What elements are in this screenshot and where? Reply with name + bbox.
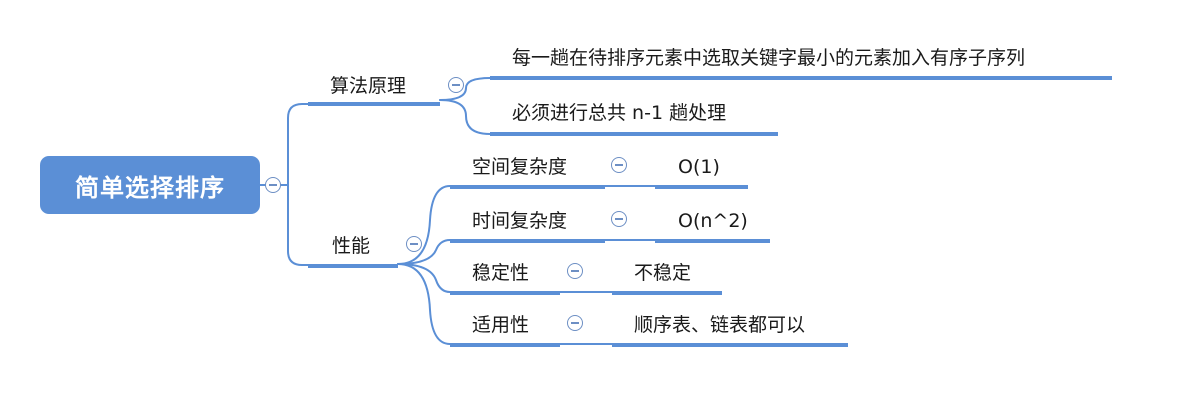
connector-root-algorithm: [259, 103, 309, 186]
connector-algorithm-child-1: [439, 77, 491, 101]
collapse-root-icon[interactable]: [265, 177, 281, 193]
root-node[interactable]: 简单选择排序: [40, 156, 260, 214]
time-complexity-node[interactable]: 时间复杂度: [472, 210, 568, 232]
connector-root-performance: [287, 184, 309, 266]
time-complexity-value[interactable]: O(n^2): [678, 210, 748, 232]
space-complexity-node[interactable]: 空间复杂度: [472, 156, 568, 178]
connector-performance-child-3: [397, 263, 451, 293]
applicability-value[interactable]: 顺序表、链表都可以: [634, 314, 806, 336]
branch-performance[interactable]: 性能: [332, 235, 371, 257]
connector-performance-child-2: [397, 239, 451, 265]
algorithm-child-selection-rule[interactable]: 每一趟在待排序元素中选取关键字最小的元素加入有序子序列: [512, 47, 1026, 69]
stability-value[interactable]: 不稳定: [634, 262, 692, 284]
algorithm-child-passes[interactable]: 必须进行总共 n-1 趟处理: [512, 102, 727, 124]
collapse-algorithm-icon[interactable]: [448, 77, 464, 93]
root-node-label: 简单选择排序: [75, 173, 225, 202]
collapse-space-icon[interactable]: [611, 157, 627, 173]
stability-node[interactable]: 稳定性: [472, 262, 530, 284]
connector-performance-child-4: [397, 263, 451, 345]
collapse-stability-icon[interactable]: [567, 263, 583, 279]
space-complexity-value[interactable]: O(1): [678, 156, 720, 178]
collapse-performance-icon[interactable]: [406, 236, 422, 252]
applicability-node[interactable]: 适用性: [472, 314, 530, 336]
connector-algorithm-child-2: [439, 99, 491, 135]
connector-performance-child-1: [397, 185, 451, 265]
collapse-applicability-icon[interactable]: [567, 315, 583, 331]
branch-algorithm-principle[interactable]: 算法原理: [330, 75, 407, 97]
collapse-time-icon[interactable]: [611, 211, 627, 227]
